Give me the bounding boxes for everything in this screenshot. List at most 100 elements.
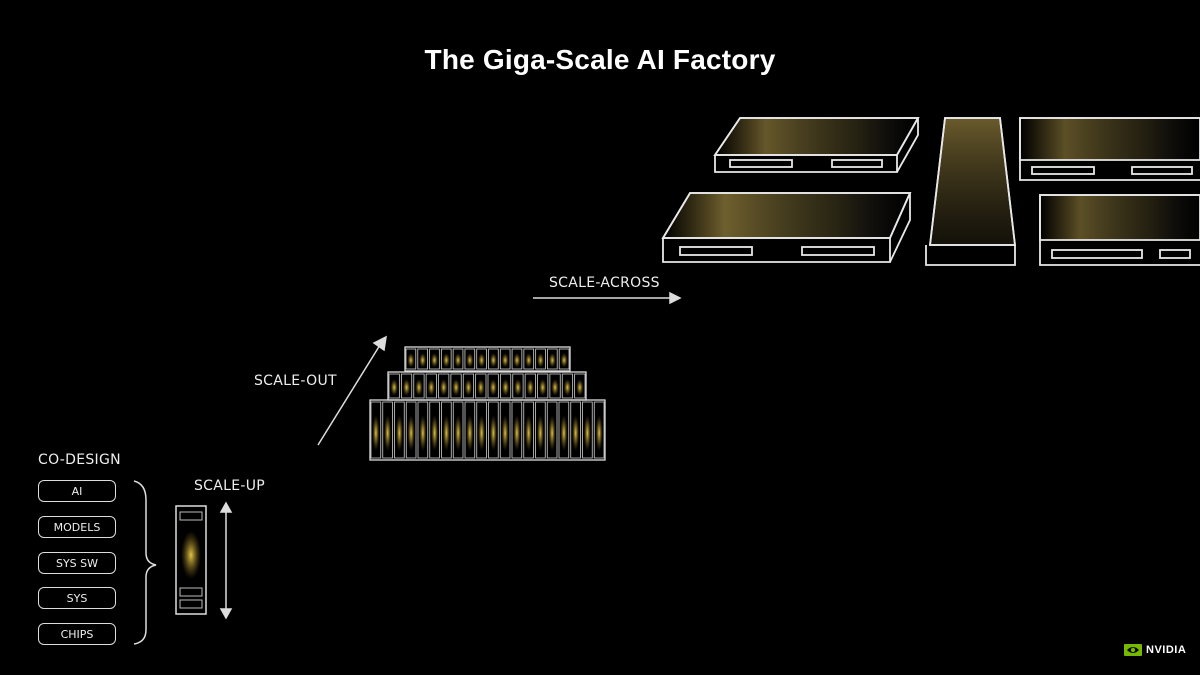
cluster-rack-glow [442,415,450,451]
co-design-heading: CO-DESIGN [38,452,121,468]
cluster-rack [488,401,499,459]
cluster-rack-glow [560,415,568,451]
cluster-rack-glow [419,353,427,368]
cluster-rack [574,373,586,399]
cluster-rack-glow [415,379,423,396]
scale-across-label: SCALE-ACROSS [549,275,660,291]
cluster-rack [476,348,487,370]
cluster-rack [535,401,546,459]
cluster-rack-glow [477,379,485,396]
cluster-rack [405,348,417,370]
cluster-rack [593,401,605,459]
cluster-rack-glow [452,379,460,396]
cluster-rack-glow [466,353,474,368]
building-top-left [713,117,920,173]
cluster-rack [524,373,536,399]
cluster-rack [535,348,546,370]
cluster-rack [523,401,534,459]
cluster-rack [429,348,440,370]
cluster-rack-glow [427,379,436,396]
cluster-rack [511,401,523,459]
building-bottom-right [1039,194,1200,266]
layer-chips: CHIPS [38,623,116,645]
cluster-rack [582,401,593,459]
cluster-rack-glow [489,353,497,368]
co-design-bracket [133,480,157,645]
cluster-rack-glow [548,415,556,451]
cluster-rack-glow [525,415,533,451]
cluster-rack-glow [514,379,522,396]
cluster-rack [413,373,425,399]
cluster-rack-glow [525,353,533,368]
single-rack [175,505,207,615]
cluster-rack [452,348,464,370]
cluster-rack-glow [478,353,486,368]
scale-up-arrow [219,501,233,620]
cluster-rack-glow [513,415,521,451]
cluster-rack-glow [384,415,392,451]
cluster-rack-glow [548,353,556,368]
cluster-rack [512,373,524,399]
cluster-rack-glow [431,415,439,451]
cluster-rack-glow [583,415,591,451]
cluster-rack [558,401,570,459]
building-middle [925,117,1017,266]
scale-out-arrow [317,335,387,446]
cluster-rack [450,373,462,399]
cluster-rack-glow [576,379,584,396]
cluster-rack-glow [466,415,474,451]
nvidia-logo: NVIDIA [1124,644,1186,656]
cluster-rack [487,373,499,399]
scale-out-label: SCALE-OUT [254,373,337,389]
cluster-rack [452,401,464,459]
cluster-rack-glow [489,415,497,451]
cluster-rack-glow [407,415,415,451]
cluster-rack [440,348,452,370]
cluster-rack-glow [372,415,380,451]
cluster-rack [394,401,405,459]
building-bottom-left [661,192,912,263]
cluster-rack [405,401,417,459]
slide-title: The Giga-Scale AI Factory [424,44,776,75]
cluster-rack-glow [538,379,547,396]
cluster-rack-glow [526,379,535,396]
cluster-rack [464,348,476,370]
cluster-rack-glow [551,379,559,396]
layer-sys-sw: SYS SW [38,552,116,574]
cluster-rack-glow [595,415,603,451]
cluster-rack [400,373,413,399]
cluster-rack-glow [536,415,544,451]
cluster-rack-glow [442,353,450,368]
cluster-rack-glow [395,415,403,451]
cluster-rack [464,401,476,459]
cluster-rack-glow [537,353,545,368]
rack-cluster [369,346,606,461]
layer-ai: AI [38,480,116,502]
cluster-rack [511,348,523,370]
cluster-tier [404,346,571,372]
cluster-rack [462,373,475,399]
cluster-rack [499,348,511,370]
cluster-rack-glow [478,415,486,451]
cluster-rack-glow [390,379,398,396]
cluster-rack [425,373,437,399]
cluster-rack-glow [501,379,510,396]
cluster-rack [558,348,570,370]
cluster-rack [438,373,450,399]
cluster-rack-glow [501,415,509,451]
cluster-rack-glow [501,353,509,368]
building-top-right [1019,117,1200,181]
cluster-rack [499,373,512,399]
cluster-rack [499,401,511,459]
cluster-rack [429,401,440,459]
cluster-rack [547,348,558,370]
cluster-rack-glow [489,379,497,396]
cluster-rack-glow [402,379,411,396]
cluster-rack [382,401,393,459]
cluster-rack-glow [464,379,473,396]
cluster-rack-glow [454,353,462,368]
cluster-rack [370,401,382,459]
cluster-rack [417,348,428,370]
scale-up-label: SCALE-UP [194,478,266,494]
